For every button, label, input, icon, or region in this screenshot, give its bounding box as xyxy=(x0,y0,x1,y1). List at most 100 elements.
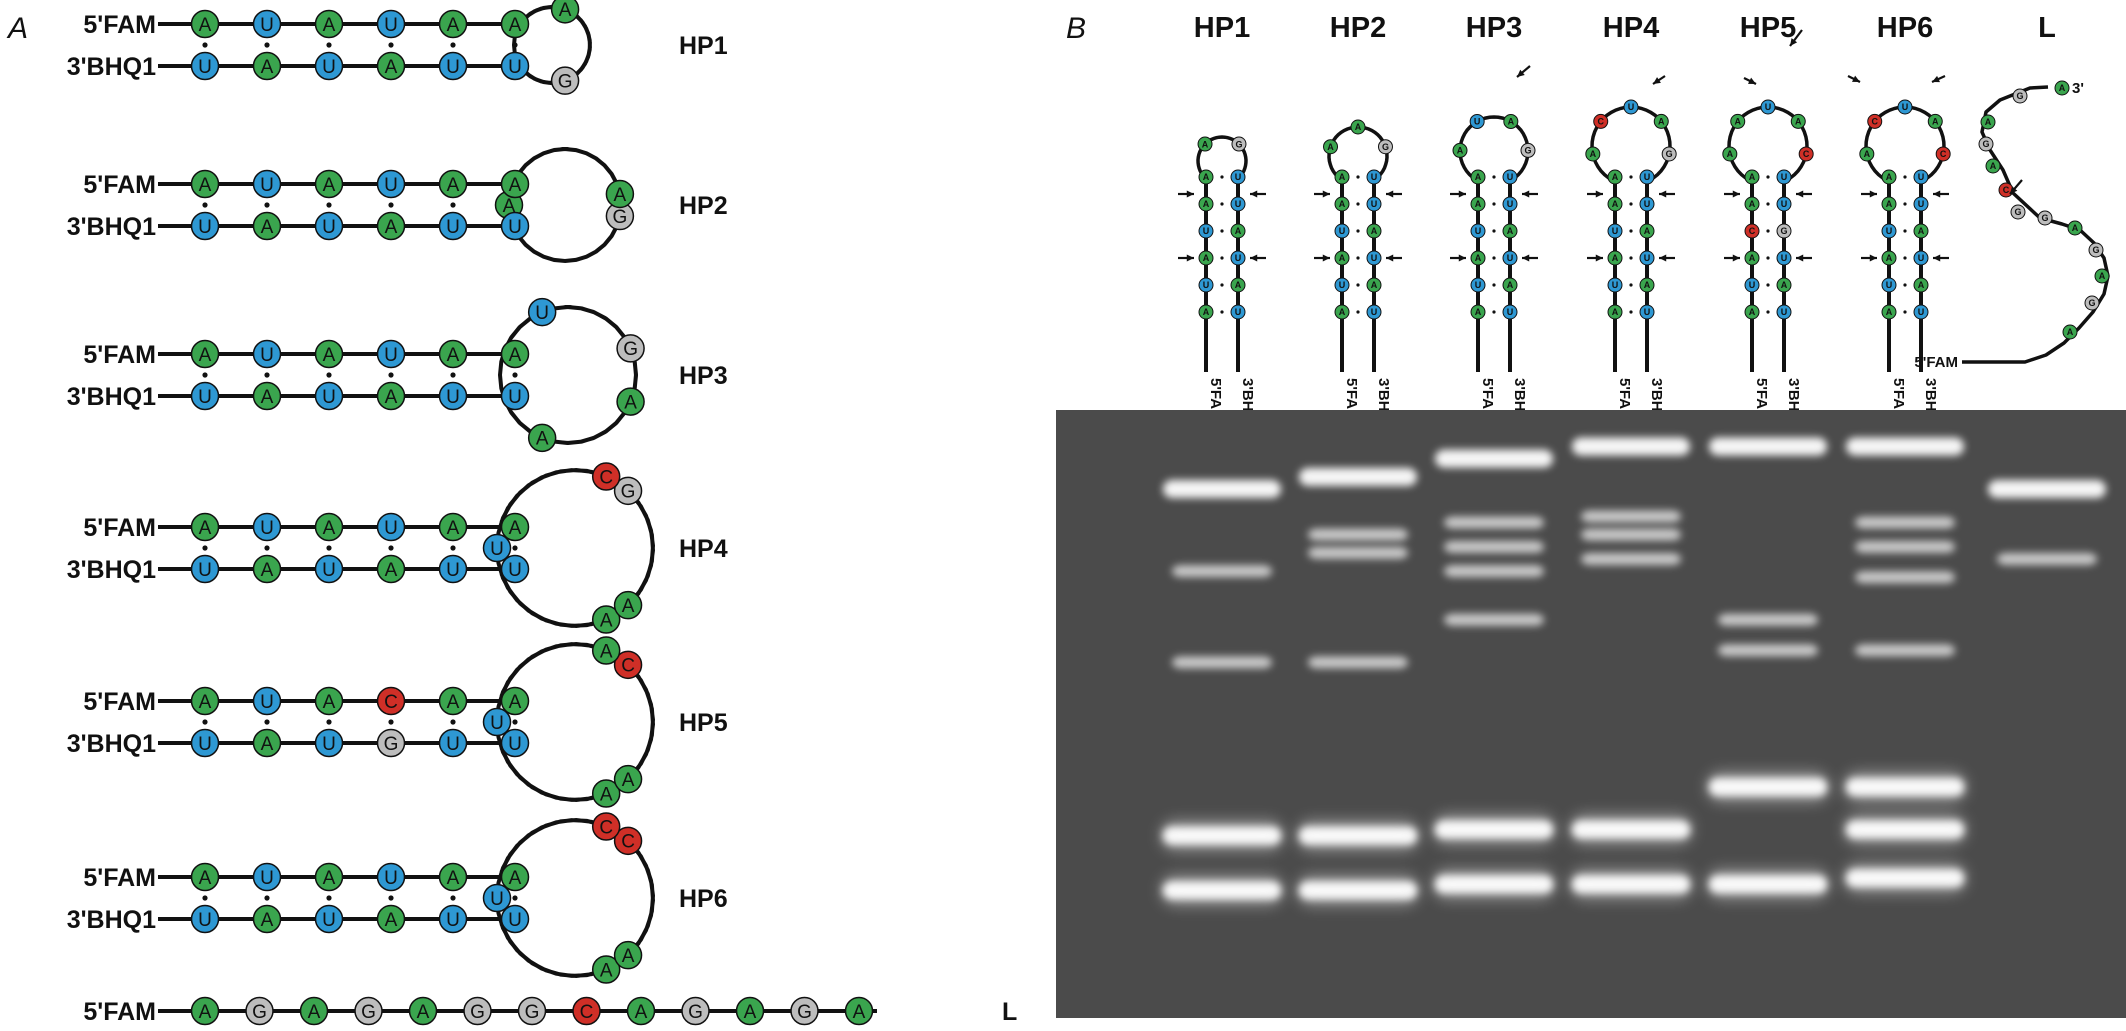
nucleotide-u xyxy=(1744,277,1760,293)
nucleotide-a xyxy=(1366,277,1382,293)
base-pair-dot xyxy=(326,42,332,48)
nucleotide-a xyxy=(1639,223,1655,239)
base-pair-dot xyxy=(388,719,394,725)
nucleotide-u xyxy=(314,904,344,934)
nucleotide-label: A xyxy=(1781,280,1788,290)
nucleotide-u xyxy=(252,339,282,369)
nucleotide-label: U xyxy=(1203,280,1210,290)
nucleotide-label: A xyxy=(1749,172,1756,182)
nucleotide-label: U xyxy=(1644,199,1651,209)
nucleotide-label: A xyxy=(323,175,336,196)
nucleotide-label: A xyxy=(622,596,635,617)
nucleotide-label: A xyxy=(1990,161,1997,171)
linear-name: L xyxy=(1002,998,1017,1026)
lane-header: HP5 xyxy=(1740,12,1796,44)
nucleotide-g xyxy=(681,996,710,1026)
gel-band xyxy=(1988,480,2106,499)
nucleotide-a xyxy=(591,955,621,984)
nucleotide-a xyxy=(376,381,406,411)
nucleotide-label: A xyxy=(447,692,460,713)
base-pair-dot xyxy=(1220,283,1224,287)
nucleotide-a xyxy=(252,51,282,81)
base-pair-dot xyxy=(326,719,332,725)
nucleotide-label: U xyxy=(1371,253,1378,263)
nucleotide-g xyxy=(2088,242,2104,258)
nucleotide-a xyxy=(1198,250,1214,266)
nucleotide-g xyxy=(2010,204,2026,220)
nucleotide-a xyxy=(438,169,468,199)
arrow-head xyxy=(1869,254,1877,262)
gel-band xyxy=(1444,565,1544,578)
five-prime-label: 5'FAM xyxy=(83,171,156,199)
nucleotide-u xyxy=(1230,250,1246,266)
arrow-head xyxy=(1250,190,1258,198)
nucleotide-g xyxy=(1520,142,1536,158)
nucleotide-u xyxy=(252,512,282,542)
nucleotide-c xyxy=(591,812,621,841)
base-pair-dot xyxy=(1903,229,1907,233)
base-pair-dot xyxy=(388,545,394,551)
nucleotide-label: A xyxy=(614,185,627,206)
nucleotide-a xyxy=(314,862,344,892)
nucleotide-a xyxy=(1744,304,1760,320)
nucleotide-label: U xyxy=(260,518,274,539)
nucleotide-label: A xyxy=(261,560,274,581)
nucleotide-u xyxy=(482,707,512,737)
nucleotide-label: A xyxy=(1749,199,1756,209)
arrow-head xyxy=(1852,75,1860,82)
nucleotide-label: G xyxy=(2088,298,2095,308)
nucleotide-label: A xyxy=(1355,122,1362,132)
nucleotide-u xyxy=(1502,304,1518,320)
hairpin-name: HP6 xyxy=(679,885,728,913)
nucleotide-label: G xyxy=(623,339,638,360)
gel-band-glow xyxy=(1160,819,1284,852)
base-pair-dot xyxy=(1356,256,1360,260)
nucleotide-a xyxy=(190,339,220,369)
nucleotide-label: A xyxy=(2072,223,2079,233)
base-pair-dot xyxy=(1356,202,1360,206)
lane-header: HP3 xyxy=(1466,12,1522,44)
nucleotide-a xyxy=(1927,113,1943,129)
nucleotide-a xyxy=(500,169,530,199)
loop-backbone xyxy=(511,4,592,86)
nucleotide-label: C xyxy=(2003,185,2010,195)
nucleotide-label: A xyxy=(509,868,522,889)
nucleotide-u xyxy=(252,862,282,892)
gel-band-glow xyxy=(1432,813,1556,846)
nucleotide-label: A xyxy=(509,518,522,539)
nucleotide-label: U xyxy=(490,539,504,560)
nucleotide-a xyxy=(1470,196,1486,212)
base-pair-dot xyxy=(202,719,208,725)
nucleotide-label: A xyxy=(385,560,398,581)
nucleotide-label: A xyxy=(1795,117,1802,127)
nucleotide-label: C xyxy=(1803,149,1810,159)
base-pair-dot xyxy=(202,372,208,378)
nucleotide-label: U xyxy=(1474,117,1481,127)
arrow-head xyxy=(1522,190,1530,198)
nucleotide-g xyxy=(1776,223,1792,239)
base-pair-dot xyxy=(1629,310,1633,314)
nucleotide-u xyxy=(1639,196,1655,212)
nucleotide-label: U xyxy=(322,217,336,238)
nucleotide-label: U xyxy=(1781,199,1788,209)
arrow-head xyxy=(1732,254,1740,262)
nucleotide-u xyxy=(1230,169,1246,185)
nucleotide-label: G xyxy=(1982,139,1989,149)
base-pair-dot xyxy=(1492,283,1496,287)
nucleotide-label: A xyxy=(261,734,274,755)
nucleotide-a xyxy=(591,605,621,634)
nucleotide-a xyxy=(1881,196,1897,212)
nucleotide-label: U xyxy=(1765,102,1772,112)
nucleotide-u xyxy=(438,904,468,934)
nucleotide-u xyxy=(1334,277,1350,293)
nucleotide-a xyxy=(1323,139,1339,155)
